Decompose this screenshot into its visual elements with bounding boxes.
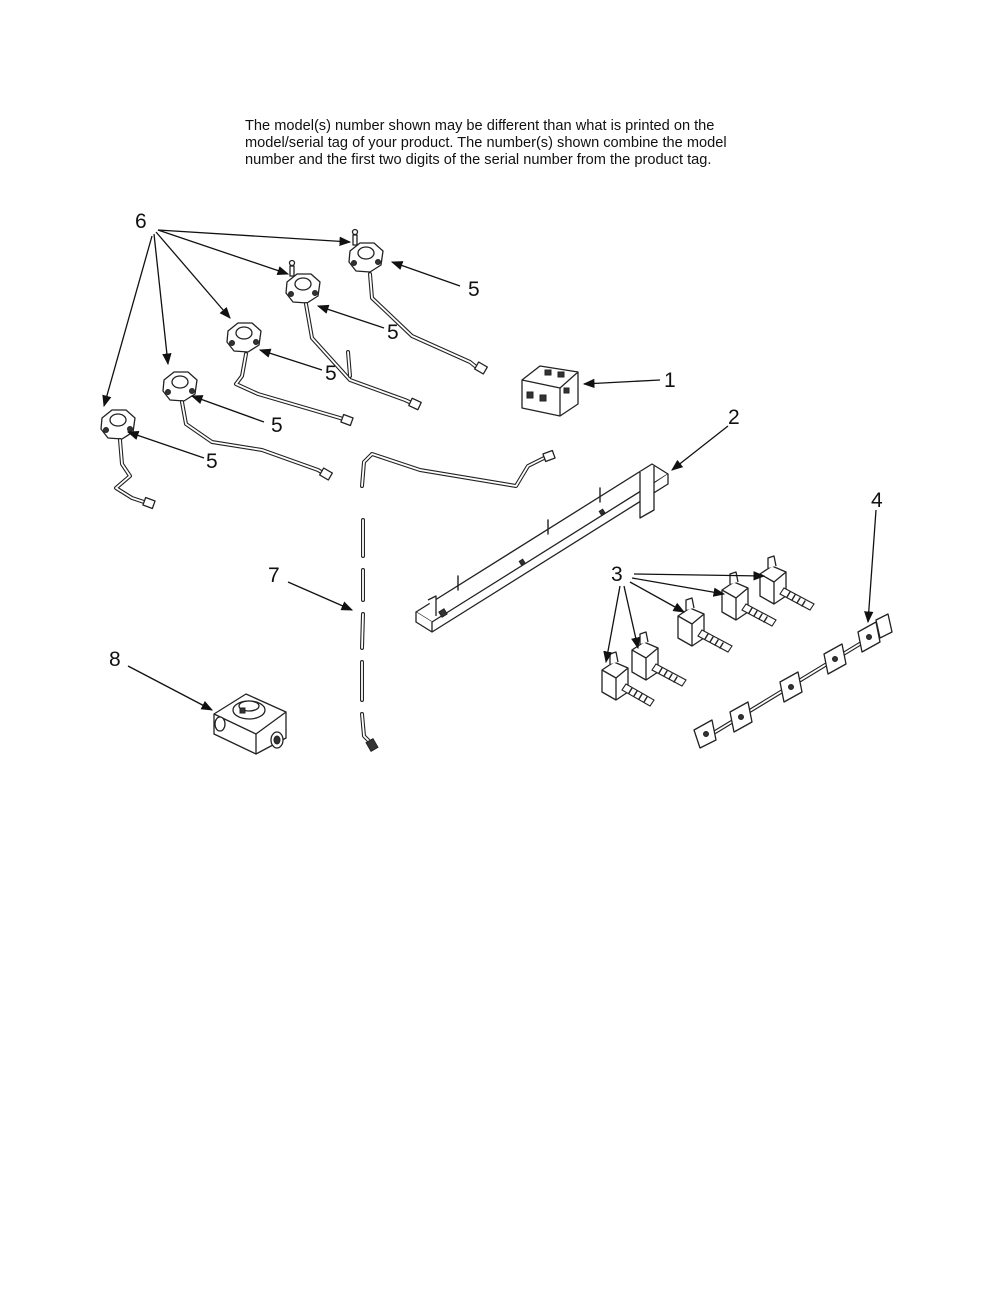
disclaimer-note: The model(s) number shown may be differe… <box>245 118 785 169</box>
callout-5-bottom: 5 <box>206 450 218 473</box>
leader-lines <box>102 229 877 711</box>
burner-valve-2 <box>162 371 198 402</box>
gas-valve-3 <box>677 597 733 653</box>
valve-bracket <box>415 463 669 633</box>
ignitor-harness <box>360 449 556 753</box>
callout-4: 4 <box>871 489 883 512</box>
callout-5-fourth: 5 <box>271 414 283 437</box>
disclaimer-line-3: number and the first two digits of the s… <box>245 152 712 168</box>
burner-tube-5 <box>368 272 488 375</box>
pressure-regulator <box>213 693 287 755</box>
gas-manifold <box>693 613 893 749</box>
disclaimer-line-2: model/serial tag of your product. The nu… <box>245 135 727 151</box>
callout-2: 2 <box>728 406 740 429</box>
callout-6: 6 <box>135 210 147 233</box>
burner-valve-3 <box>226 322 262 353</box>
burner-tube-2 <box>180 400 333 481</box>
callout-3: 3 <box>611 563 623 586</box>
disclaimer-line-1: The model(s) number shown may be differe… <box>245 118 715 134</box>
gas-valve-2 <box>631 631 687 687</box>
burner-tube-4 <box>304 302 422 411</box>
burner-valve-4 <box>285 259 321 304</box>
burner-tube-3 <box>234 352 354 427</box>
burner-valve-5 <box>348 228 384 273</box>
gas-valve-5 <box>759 555 815 611</box>
callout-5-second: 5 <box>387 321 399 344</box>
terminal-block <box>521 365 579 417</box>
callout-7: 7 <box>268 564 280 587</box>
callout-5-third: 5 <box>325 362 337 385</box>
burner-tube-1 <box>114 438 156 510</box>
gas-valve-1 <box>601 651 655 707</box>
burner-valve-1 <box>100 409 136 440</box>
callout-8: 8 <box>109 648 121 671</box>
callout-1: 1 <box>664 369 676 392</box>
callout-5-top: 5 <box>468 278 480 301</box>
